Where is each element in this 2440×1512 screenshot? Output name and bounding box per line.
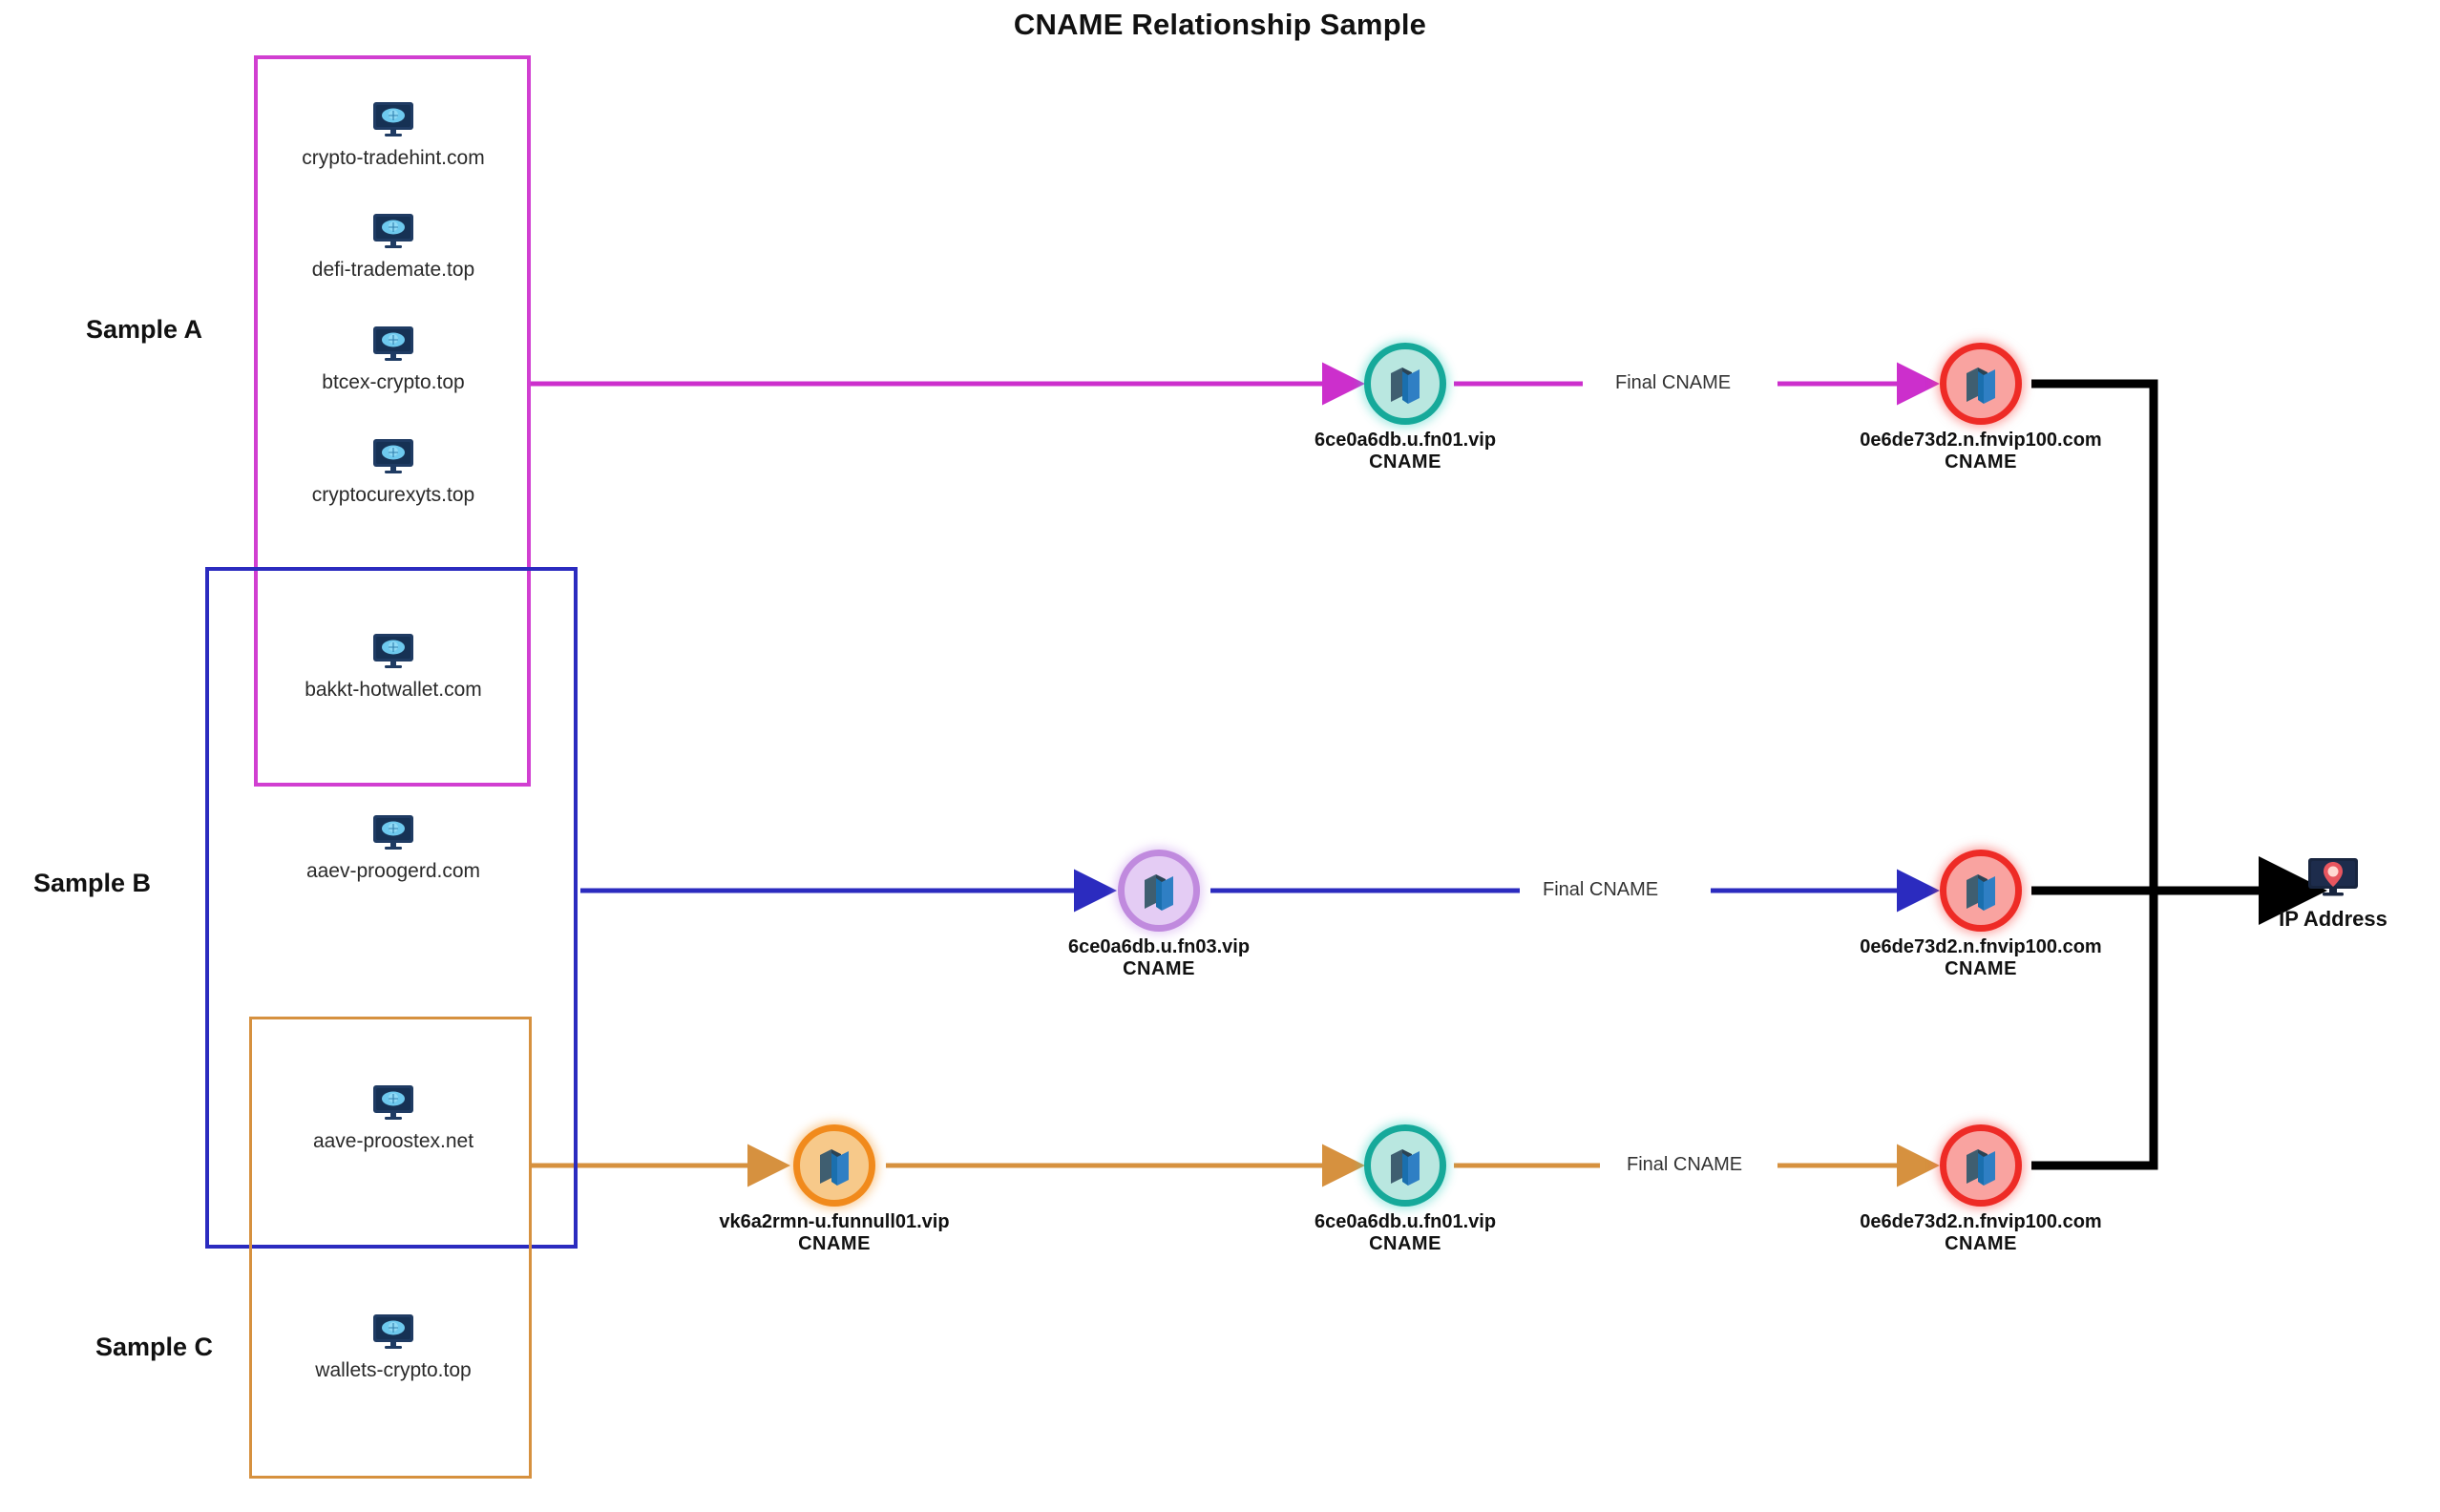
edge-final-to-ip [2031, 379, 2327, 1170]
server-type: CNAME [1369, 1233, 1441, 1254]
server-node-final-b[interactable]: 0e6de73d2.n.fnvip100.com CNAME [1819, 850, 2143, 980]
domain-node-wallets-crypto[interactable]: wallets-crypto.top [269, 1312, 517, 1382]
ip-address-node[interactable]: IP Address [2238, 852, 2429, 932]
server-node-fn03-b[interactable]: 6ce0a6db.u.fn03.vip CNAME [997, 850, 1321, 980]
domain-label: crypto-tradehint.com [302, 147, 485, 169]
server-icon [1364, 1124, 1446, 1207]
server-name: 6ce0a6db.u.fn01.vip [1314, 430, 1497, 451]
server-type: CNAME [798, 1233, 871, 1254]
domain-node-crypto-tradehint[interactable]: crypto-tradehint.com [269, 100, 517, 170]
server-icon [1364, 343, 1446, 425]
sample-label-a: Sample A [86, 315, 203, 344]
edge-label-final-cname-b: Final CNAME [1539, 879, 1663, 901]
monitor-cloud-icon [371, 437, 415, 475]
server-node-final-a[interactable]: 0e6de73d2.n.fnvip100.com CNAME [1819, 343, 2143, 473]
monitor-cloud-icon [371, 813, 415, 851]
domain-node-cryptocurexyts[interactable]: cryptocurexyts.top [269, 437, 517, 507]
page-title: CNAME Relationship Sample [1013, 8, 1427, 41]
server-type: CNAME [1945, 1233, 2017, 1254]
server-type: CNAME [1369, 452, 1441, 472]
domain-node-btcex-crypto[interactable]: btcex-crypto.top [269, 325, 517, 394]
domain-node-defi-trademate[interactable]: defi-trademate.top [269, 212, 517, 282]
server-node-fn01-c[interactable]: 6ce0a6db.u.fn01.vip CNAME [1243, 1124, 1567, 1255]
server-icon [1940, 1124, 2022, 1207]
edge-label-final-cname-a: Final CNAME [1611, 372, 1735, 394]
server-icon [1940, 343, 2022, 425]
domain-label: cryptocurexyts.top [311, 484, 475, 506]
group-box-sample-b [205, 567, 578, 1249]
domain-node-aave-proostex[interactable]: aave-proostex.net [269, 1083, 517, 1153]
server-name: 0e6de73d2.n.fnvip100.com [1860, 1211, 2102, 1232]
server-type: CNAME [1123, 958, 1195, 979]
server-name: 0e6de73d2.n.fnvip100.com [1860, 430, 2102, 451]
domain-label: aave-proostex.net [312, 1130, 474, 1152]
edge-label-final-cname-c: Final CNAME [1623, 1154, 1747, 1176]
server-type: CNAME [1945, 958, 2017, 979]
monitor-cloud-icon [371, 100, 415, 138]
monitor-cloud-icon [371, 1083, 415, 1122]
server-icon [1940, 850, 2022, 932]
domain-label: aaev-proogerd.com [305, 860, 481, 882]
server-icon [1118, 850, 1200, 932]
server-node-final-c[interactable]: 0e6de73d2.n.fnvip100.com CNAME [1819, 1124, 2143, 1255]
server-node-fn01-a[interactable]: 6ce0a6db.u.fn01.vip CNAME [1243, 343, 1567, 473]
group-box-sample-c [249, 1017, 532, 1479]
server-name: 6ce0a6db.u.fn01.vip [1314, 1211, 1497, 1232]
sample-label-c: Sample C [95, 1333, 214, 1361]
monitor-cloud-icon [371, 1312, 415, 1351]
server-icon [793, 1124, 875, 1207]
server-node-funnull-c[interactable]: vk6a2rmn-u.funnull01.vip CNAME [672, 1124, 997, 1255]
server-type: CNAME [1945, 452, 2017, 472]
domain-label: defi-trademate.top [311, 259, 475, 281]
group-box-sample-a [254, 55, 531, 787]
server-name: 6ce0a6db.u.fn03.vip [1067, 936, 1251, 957]
monitor-cloud-icon [371, 212, 415, 250]
ip-address-label: IP Address [2279, 907, 2387, 931]
domain-label: bakkt-hotwallet.com [305, 679, 482, 701]
domain-label: btcex-crypto.top [322, 371, 465, 393]
sample-label-b: Sample B [33, 869, 152, 897]
server-name: 0e6de73d2.n.fnvip100.com [1860, 936, 2102, 957]
monitor-cloud-icon [371, 632, 415, 670]
domain-label: wallets-crypto.top [315, 1359, 472, 1381]
monitor-cloud-icon [371, 325, 415, 363]
server-name: vk6a2rmn-u.funnull01.vip [719, 1211, 950, 1232]
domain-node-bakkt-hotwallet[interactable]: bakkt-hotwallet.com [269, 632, 517, 702]
domain-node-aaev-proogerd[interactable]: aaev-proogerd.com [269, 813, 517, 883]
monitor-pin-icon [2304, 858, 2362, 902]
